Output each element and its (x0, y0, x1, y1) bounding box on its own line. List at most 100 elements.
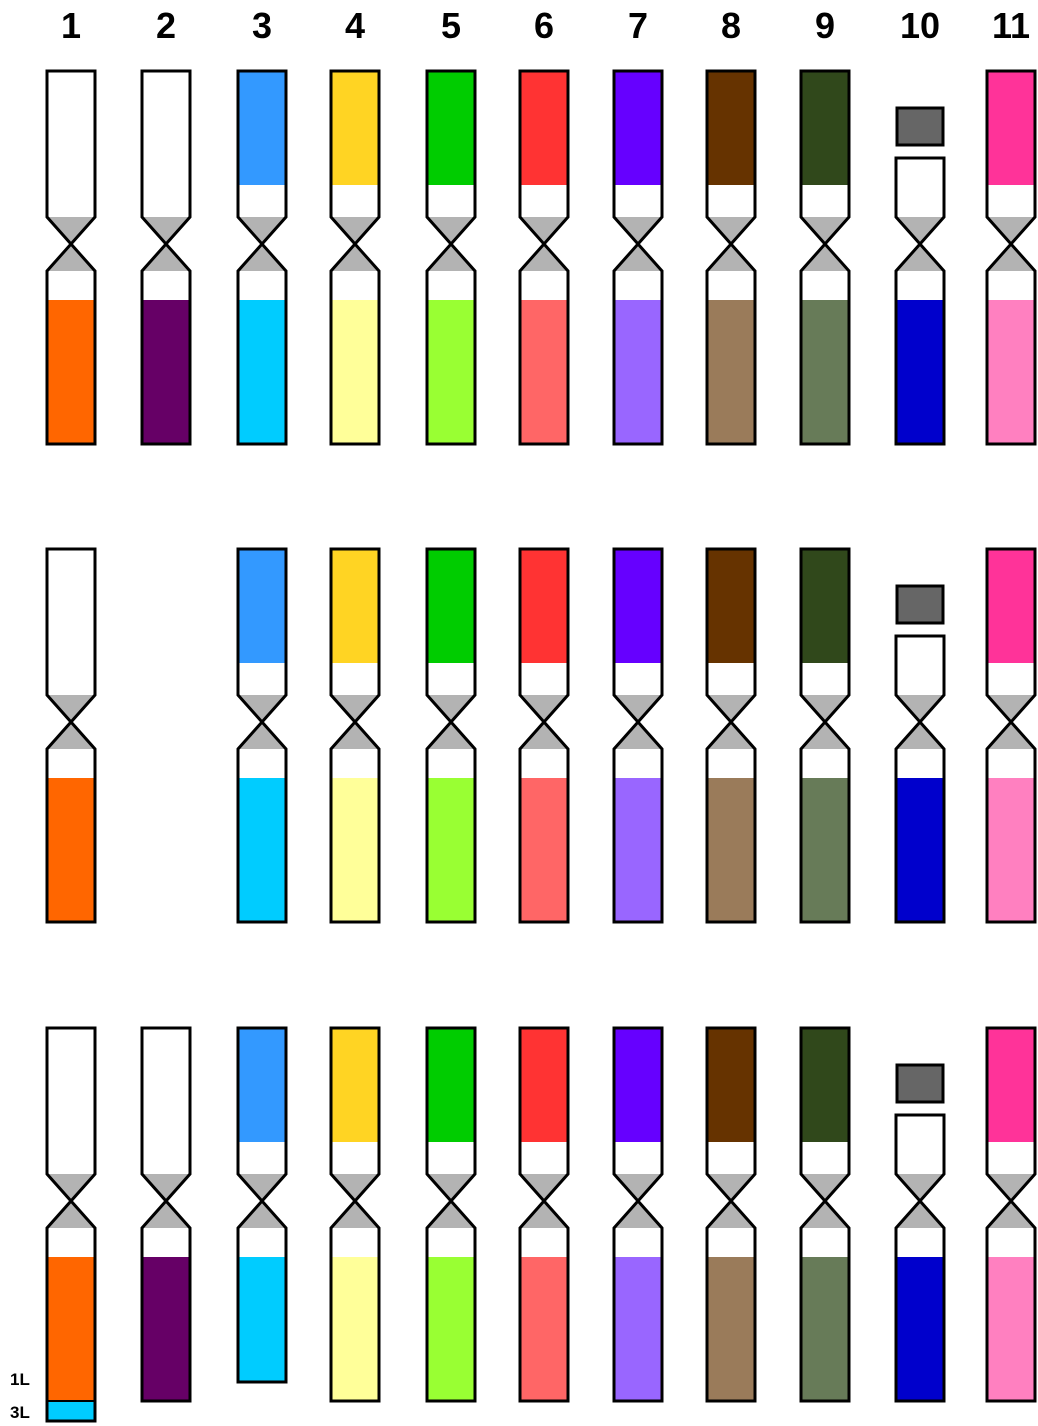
chromosome-4 (331, 71, 379, 444)
short-arm-1 (47, 549, 95, 695)
chromosome-number-11: 11 (992, 5, 1030, 46)
centromere-lower-5 (427, 1201, 475, 1228)
long-arm-band-5 (427, 1257, 475, 1401)
centromere-lower-5 (427, 244, 475, 271)
centromere-upper-8 (707, 217, 755, 244)
satellite-10 (897, 1065, 943, 1102)
short-arm-band-9 (801, 1028, 849, 1142)
centromere-lower-3 (238, 244, 286, 271)
short-arm-2 (142, 71, 190, 217)
centromere-upper-3 (238, 695, 286, 722)
short-arm-band-7 (614, 1028, 662, 1142)
short-arm-band-11 (987, 549, 1035, 663)
chromosome-5 (427, 549, 475, 922)
chromosome-5 (427, 71, 475, 444)
centromere-upper-10 (896, 1174, 944, 1201)
long-arm-band-1 (47, 1257, 95, 1401)
centromere-upper-4 (331, 217, 379, 244)
centromere-lower-4 (331, 722, 379, 749)
chromosome-3 (238, 1028, 286, 1382)
long-arm-band-1 (47, 778, 95, 922)
centromere-upper-6 (520, 695, 568, 722)
karyotype-rows (47, 71, 1035, 1421)
long-arm-band-4 (331, 300, 379, 444)
short-arm-band-9 (801, 549, 849, 663)
long-arm-band-8 (707, 778, 755, 922)
centromere-upper-8 (707, 695, 755, 722)
chromosome-8 (707, 71, 755, 444)
chromosome-10 (896, 1065, 944, 1401)
short-arm-band-8 (707, 1028, 755, 1142)
chromosome-1 (47, 549, 95, 922)
satellite-10 (897, 586, 943, 623)
chromosome-2 (142, 1028, 190, 1401)
chromosome-3 (238, 71, 286, 444)
centromere-lower-6 (520, 244, 568, 271)
centromere-lower-2 (142, 244, 190, 271)
short-arm-band-3 (238, 1028, 286, 1142)
centromere-lower-4 (331, 244, 379, 271)
chromosome-6 (520, 71, 568, 444)
chromosome-9 (801, 71, 849, 444)
centromere-upper-1 (47, 695, 95, 722)
short-arm-10 (896, 158, 944, 217)
centromere-lower-9 (801, 722, 849, 749)
centromere-upper-10 (896, 217, 944, 244)
centromere-upper-11 (987, 1174, 1035, 1201)
centromere-upper-4 (331, 695, 379, 722)
centromere-lower-10 (896, 1201, 944, 1228)
short-arm-10 (896, 636, 944, 695)
centromere-upper-5 (427, 695, 475, 722)
short-arm-band-9 (801, 71, 849, 185)
short-arm-band-7 (614, 549, 662, 663)
centromere-upper-1 (47, 1174, 95, 1201)
centromere-lower-10 (896, 244, 944, 271)
centromere-upper-7 (614, 695, 662, 722)
long-arm-band-9 (801, 1257, 849, 1401)
short-arm-band-5 (427, 71, 475, 185)
long-arm-band-8 (707, 1257, 755, 1401)
centromere-lower-11 (987, 244, 1035, 271)
centromere-lower-7 (614, 722, 662, 749)
translocation-label-1l: 1L (10, 1370, 30, 1389)
short-arm-band-6 (520, 71, 568, 185)
long-arm-band-5 (427, 300, 475, 444)
long-arm-band-10 (896, 300, 944, 444)
centromere-upper-3 (238, 217, 286, 244)
translocated-segment-3l (47, 1401, 95, 1421)
chromosome-number-2: 2 (156, 5, 176, 46)
long-arm-band-4 (331, 778, 379, 922)
centromere-lower-8 (707, 244, 755, 271)
short-arm-band-4 (331, 1028, 379, 1142)
long-arm-band-11 (987, 778, 1035, 922)
satellite-10 (897, 108, 943, 145)
centromere-lower-4 (331, 1201, 379, 1228)
centromere-lower-1 (47, 244, 95, 271)
centromere-lower-9 (801, 244, 849, 271)
chromosome-4 (331, 1028, 379, 1401)
long-arm-band-7 (614, 300, 662, 444)
chromosome-8 (707, 549, 755, 922)
centromere-upper-9 (801, 695, 849, 722)
chromosome-7 (614, 1028, 662, 1401)
chromosome-11 (987, 549, 1035, 922)
long-arm-band-10 (896, 778, 944, 922)
centromere-upper-9 (801, 217, 849, 244)
karyotype-row-2 (47, 549, 1035, 922)
centromere-upper-2 (142, 217, 190, 244)
short-arm-band-4 (331, 549, 379, 663)
karyotype-row-3 (47, 1028, 1035, 1421)
chromosome-6 (520, 549, 568, 922)
short-arm-band-5 (427, 1028, 475, 1142)
chromosome-number-10: 10 (900, 5, 940, 46)
long-arm-band-6 (520, 778, 568, 922)
long-arm-band-7 (614, 1257, 662, 1401)
centromere-lower-7 (614, 1201, 662, 1228)
centromere-lower-6 (520, 722, 568, 749)
chromosome-11 (987, 1028, 1035, 1401)
chromosome-number-1: 1 (61, 5, 81, 46)
centromere-lower-1 (47, 722, 95, 749)
centromere-upper-7 (614, 217, 662, 244)
